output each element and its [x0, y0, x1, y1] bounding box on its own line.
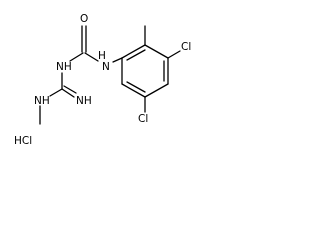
- bond-n-aryl: [112, 57, 123, 63]
- bond-urea-c-n: [84, 52, 99, 62]
- atom-chlorine-para: Cl: [181, 41, 191, 53]
- bond-ring-cl-para: [167, 50, 181, 59]
- bonds: [39, 25, 181, 125]
- chemical-structure-diagram: O NH N H NH NH Cl Cl HCl: [14, 13, 191, 147]
- atom-nh-methylamino: NH: [34, 95, 50, 107]
- bond-guanidine-imine-1: [61, 88, 75, 98]
- ring-double-1: [126, 49, 146, 61]
- atom-chlorine-ortho: Cl: [138, 113, 148, 125]
- bond-guanidine-imine-2: [63, 85, 77, 94]
- atom-nh-urea: NH: [56, 61, 72, 73]
- bond-guanidine-nh: [49, 88, 63, 97]
- atom-n-urea-aryl: N: [102, 61, 110, 73]
- ring-bond-1: [121, 44, 146, 59]
- bond-urea-c-nh: [69, 52, 84, 62]
- ring-double-3: [126, 81, 146, 93]
- ring-bond-2: [144, 44, 169, 59]
- atom-labels: O NH N H NH NH Cl Cl HCl: [14, 13, 191, 147]
- ring-bond-4: [144, 83, 169, 98]
- counterion-hcl: HCl: [14, 135, 32, 147]
- atom-h-urea-aryl: H: [98, 50, 106, 62]
- ring-bond-5: [121, 83, 146, 98]
- atom-oxygen: O: [80, 13, 88, 25]
- atom-nh-imine: NH: [76, 95, 92, 107]
